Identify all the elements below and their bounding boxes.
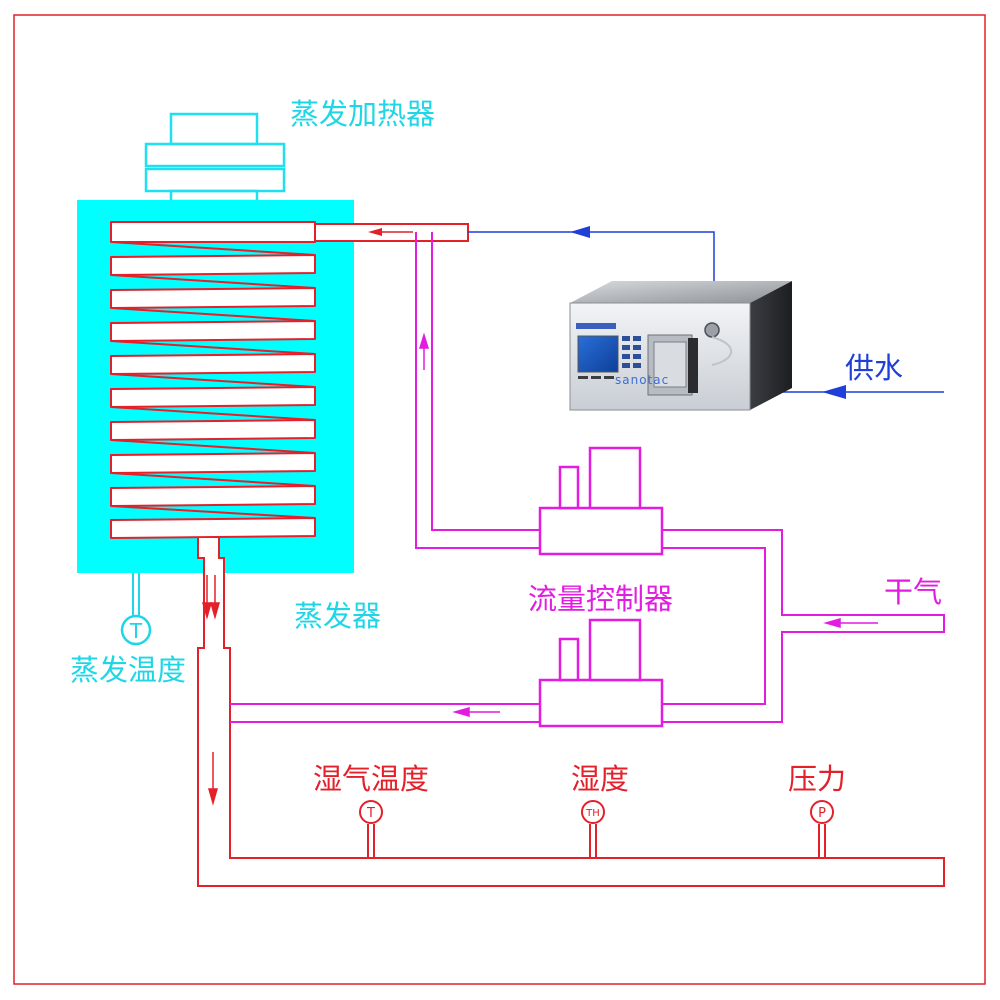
water-supply-label: 供水 bbox=[845, 351, 903, 385]
humidity-symbol: TH bbox=[585, 808, 600, 819]
pressure-symbol: P bbox=[818, 806, 826, 821]
pressure-label: 压力 bbox=[788, 762, 846, 796]
evaporator-label: 蒸发器 bbox=[294, 599, 381, 633]
humidity-label: 湿度 bbox=[571, 762, 629, 796]
heating-coil bbox=[110, 221, 316, 539]
evap-temp-symbol: T bbox=[129, 619, 143, 643]
flow-controller-lower bbox=[538, 618, 664, 728]
wet-gas-temp-symbol: T bbox=[366, 806, 375, 821]
evaporation-temperature-sensor bbox=[120, 573, 152, 646]
evaporation-heater bbox=[144, 112, 286, 203]
coil-diagonals bbox=[110, 241, 316, 519]
flow-controller-upper bbox=[538, 446, 664, 556]
pressure-sensor bbox=[810, 800, 834, 858]
arrow-icon bbox=[418, 332, 878, 717]
flow-controller-label: 流量控制器 bbox=[528, 582, 673, 616]
wet-gas-temperature-sensor bbox=[359, 800, 383, 858]
arrow-icon bbox=[570, 226, 846, 399]
metering-pump bbox=[569, 281, 792, 411]
humidity-sensor bbox=[581, 800, 605, 858]
pump-brand: sanotac bbox=[615, 373, 669, 387]
dry-gas-pipes bbox=[230, 232, 945, 723]
arrow-icon bbox=[368, 228, 413, 236]
steam-outlet-pipe bbox=[197, 538, 945, 887]
wet-gas-temp-label: 湿气温度 bbox=[313, 762, 429, 796]
arrow-icon bbox=[202, 575, 220, 806]
heater-label: 蒸发加热器 bbox=[290, 97, 435, 131]
diagram-frame bbox=[13, 14, 986, 985]
evap-temp-label: 蒸发温度 bbox=[70, 653, 186, 687]
dry-gas-label: 干气 bbox=[884, 575, 942, 609]
